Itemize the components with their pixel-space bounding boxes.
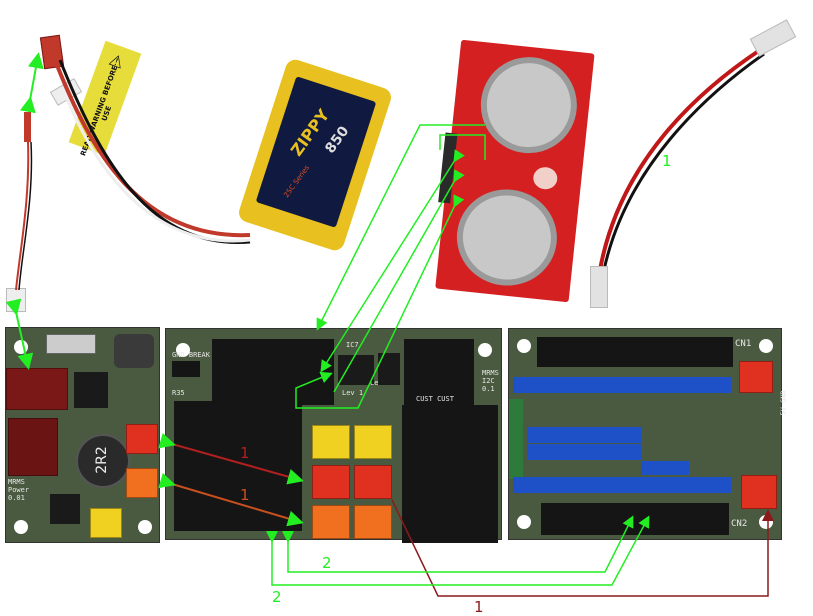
output-connector-yellow[interactable] [90,508,122,538]
header-block-top-left[interactable] [212,339,334,405]
blue-header-5[interactable] [513,477,731,493]
orange-arrow-label: 1 [240,486,250,504]
gnd-break-jumper[interactable] [172,361,200,377]
darkred-wire [391,499,774,597]
cn1-header[interactable] [537,337,733,367]
breakout-board: CN1 CN2 5V GND [508,328,788,540]
sensor-wire-5 [439,134,486,160]
fuse-holder [8,418,58,476]
mount-hole [759,339,773,353]
ic-small [50,494,80,524]
lev1-label: Lev 1 [342,389,364,397]
lead-wire-red [15,141,30,291]
mount-hole [478,343,492,357]
battery-wire-white [64,95,251,243]
gnd-break-label: GND BREAK [172,351,210,359]
red-double-arrow [158,433,304,485]
inductor-small [114,334,154,368]
breakout-connector-red-bottom[interactable] [741,475,777,509]
green-terminal[interactable] [509,399,523,479]
cable-count-label: 1 [662,152,672,170]
cable-wire-black [602,52,765,271]
jst-arrow [19,52,44,114]
mount-hole [517,339,531,353]
lead-wire-black [18,141,33,291]
sensor-wire-4 [295,194,465,409]
blue-header-2[interactable] [527,427,641,443]
blue-header-4[interactable] [641,461,689,475]
r35-label: R35 [172,389,185,397]
i2c-connector-red-2[interactable] [354,465,392,499]
jst-male-pin [24,112,31,142]
breakout-connector-red-top[interactable] [739,361,773,393]
output-connector-orange[interactable] [126,468,158,498]
red-arrow-label: 1 [240,444,250,462]
orange-double-arrow [158,472,304,527]
green-wire-upper [282,515,634,573]
mount-hole [14,520,28,534]
green-wire-upper-label: 2 [322,554,332,572]
sensor-wire-2 [320,149,465,373]
cable-wire-red [598,48,762,271]
sensor-wire-3 [333,169,465,393]
inductor-2r2: 2R2 [76,434,130,488]
blue-header-1[interactable] [513,377,731,393]
i2c-board-name: MRMS I2C 0.1 [482,369,499,393]
i2c-connector-red-1[interactable] [312,465,350,499]
green-wire-lower-label: 2 [272,588,282,606]
power-switch[interactable] [46,334,96,354]
sensor-wire-1 [316,124,485,331]
cn1-label: CN1 [735,339,752,349]
cn2-label: CN2 [731,519,748,529]
i2c-connector-yellow-2[interactable] [354,425,392,459]
cust-label: CUST CUST [416,395,454,403]
output-connector-red[interactable] [126,424,158,454]
regulator-ic [74,372,108,408]
blue-header-3[interactable] [527,444,641,460]
mount-hole [176,343,190,357]
power-input-connector[interactable] [6,368,68,410]
mount-hole [138,520,152,534]
power-board-name: MRMS Power 0.01 [8,478,30,502]
plug-arrow [5,298,34,370]
cable-connector-bottom [590,266,608,308]
i2c-connector-yellow-1[interactable] [312,425,350,459]
darkred-wire-label: 1 [474,598,484,616]
green-wire-lower [266,515,650,586]
